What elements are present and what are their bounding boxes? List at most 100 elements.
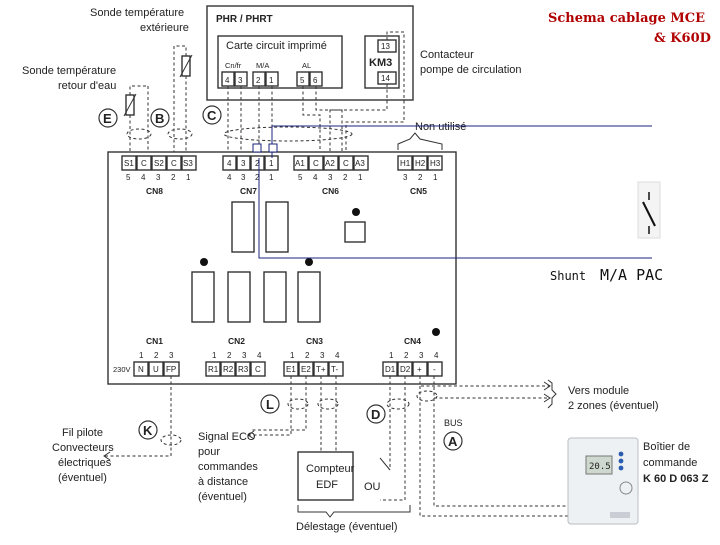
phr-pin: 4 [225,76,230,85]
sensor-retour-symbol [123,93,137,117]
cn8-num: 3 [156,173,161,182]
cn5-name: CN5 [410,186,427,196]
connector-cn4 [382,361,443,377]
fil-pilote-label-2: Convecteurs [52,442,114,454]
board-label: Carte circuit imprimé [226,40,327,52]
phr-terminals [221,71,323,87]
cn1-num: 3 [169,351,174,360]
cn6-num: 4 [313,173,318,182]
relay-cn7-left [231,201,255,253]
relay-row [191,271,321,323]
component-cn6 [344,221,366,243]
km3-label: KM3 [369,57,392,69]
cn1-term: FP [166,365,176,374]
title-line-1: Schema cablage MCE [548,11,705,26]
connector-cn7 [222,155,279,171]
cn2-term: C [255,365,261,374]
phr-pin: 3 [238,76,243,85]
contacteur-label-1: Contacteur [420,49,474,61]
cn3-term: T- [331,365,338,374]
phr-pin: 5 [300,76,305,85]
shunt-switch-icon [637,181,661,239]
cn8-num: 5 [126,173,131,182]
marker-e-label: E [103,111,112,126]
cn8-term: S1 [124,159,134,168]
cn6-term: C [313,159,319,168]
cn1-name: CN1 [146,336,163,346]
shunt-wire [252,125,652,259]
cn4-term: D1 [385,365,396,374]
boitier-model: K 60 D 063 Z [643,473,709,485]
boitier-label-2: commande [643,457,697,469]
phr-pin: 2 [256,76,261,85]
cn4-term: + [417,365,422,374]
cn3-term: E2 [301,365,311,374]
fil-pilote-label-1: Fil pilote [62,427,103,439]
cn8-num: 4 [141,173,146,182]
sonde-ext-label-2: extérieure [140,22,189,34]
cn3-num: 3 [320,351,325,360]
device-display: 20.5 [589,462,611,472]
marker-c-label: C [207,108,217,123]
cn5-term: H2 [415,159,426,168]
bus-label: BUS [444,418,463,428]
cn4-name: CN4 [404,336,421,346]
fil-pilote-label-3: électriques [58,457,112,469]
connector-cn8 [121,155,197,171]
cn2-term: R1 [208,365,219,374]
cn3-name: CN3 [306,336,323,346]
cn1-num: 2 [154,351,159,360]
cn7-term: 4 [227,159,232,168]
vers-module-label-2: 2 zones (éventuel) [568,400,659,412]
cn2-term: R3 [238,365,249,374]
cn4-term: - [433,365,436,374]
sensor-wires [129,45,187,155]
ma-label: M/A [256,61,269,70]
cn2-num: 4 [257,351,262,360]
non-utilise-label: Non utilisé [415,121,466,133]
shunt-label-ma-pac: M/A PAC [600,266,663,284]
wires-cn3 [247,376,339,452]
cn8-term: S2 [154,159,164,168]
wires-cn4 [379,376,600,517]
cn7-name: CN7 [240,186,257,196]
cn7-term: 3 [241,159,246,168]
phr-pin: 1 [269,76,274,85]
cn8-term: S3 [183,159,193,168]
marker-a [443,431,463,451]
cn4-num: 4 [434,351,439,360]
delestage-label: Délestage (éventuel) [296,521,398,533]
signal-eco-label-3: commandes [198,461,258,473]
cn2-num: 2 [227,351,232,360]
signal-eco-label-5: (éventuel) [198,491,247,503]
cn4-num: 2 [404,351,409,360]
cable-ring [167,128,193,140]
cn8-num: 2 [171,173,176,182]
sensor-ext-symbol [179,54,193,78]
volt-label: 230V [113,365,131,374]
board-dot [200,258,208,266]
signal-eco-label-2: pour [198,446,220,458]
relay-cn7-right [265,201,289,253]
cnfr-label: Cn/fr [225,61,242,70]
cn2-num: 3 [242,351,247,360]
module-brace [547,379,557,409]
marker-k-label: K [143,423,153,438]
cn7-term: 2 [255,159,260,168]
cn4-num: 3 [419,351,424,360]
control-device-k60d [567,437,639,525]
sonde-ext-label-1: Sonde température [90,7,184,19]
marker-a-label: A [448,434,458,449]
cn5-term: H1 [400,159,411,168]
fil-pilote-label-4: (éventuel) [58,472,107,484]
phr-title: PHR / PHRT [216,14,273,25]
cn6-name: CN6 [322,186,339,196]
cable-ring [126,128,152,140]
compteur-edf-box [297,451,354,501]
marker-c [202,105,222,125]
compteur-label-1: Compteur [306,463,355,475]
cn8-name: CN8 [146,186,163,196]
cn1-term: N [138,365,144,374]
cn3-num: 1 [290,351,295,360]
cn2-num: 1 [212,351,217,360]
